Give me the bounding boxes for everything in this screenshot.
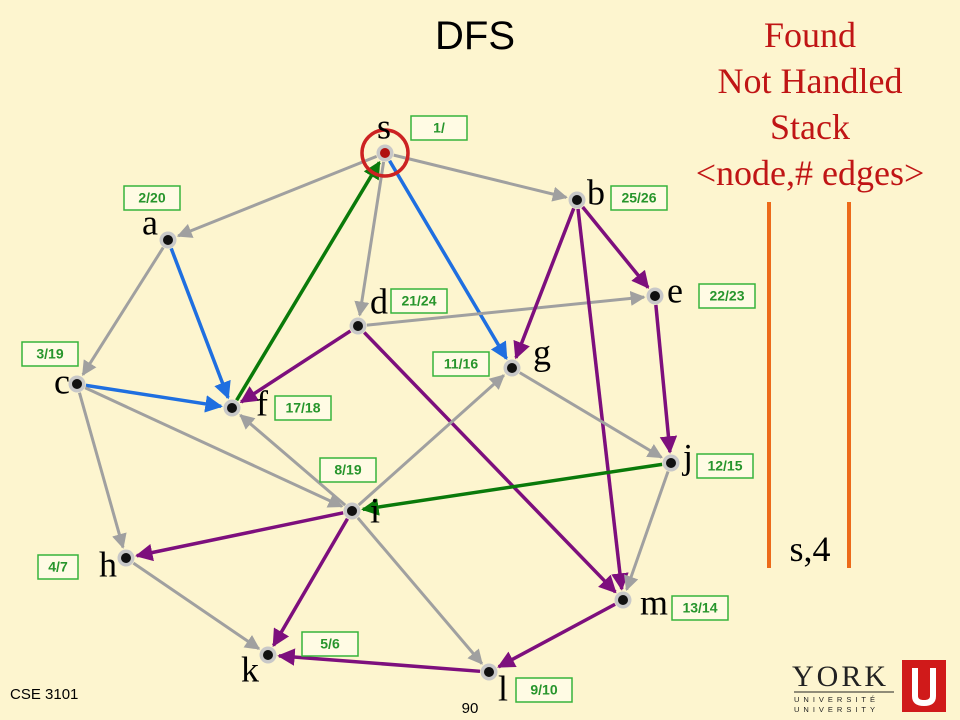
edge-s-a xyxy=(176,154,378,238)
node-g-label: g xyxy=(533,332,551,372)
edge-d-f xyxy=(239,329,352,404)
edge-i-g xyxy=(357,374,505,507)
edge-h-k xyxy=(132,561,261,651)
node-f-label: f xyxy=(256,383,268,423)
legend-node-edges: <node,# edges> xyxy=(695,153,925,193)
edge-e-j xyxy=(654,304,678,454)
edge-i-h xyxy=(135,511,344,562)
node-h xyxy=(121,553,131,563)
node-d-label: d xyxy=(370,281,388,321)
node-e xyxy=(650,291,660,301)
edge-b-m xyxy=(576,208,629,591)
edge-b-g xyxy=(513,207,576,360)
edge-l-k xyxy=(277,648,481,674)
edge-a-f xyxy=(169,247,231,400)
node-c-times-box xyxy=(21,341,79,367)
legend-not-handled: Not Handled xyxy=(717,61,903,101)
node-j-times-box xyxy=(696,453,754,479)
node-i xyxy=(347,506,357,516)
edge-c-i xyxy=(84,386,344,508)
node-s-times: 1/ xyxy=(433,120,445,136)
node-b xyxy=(572,195,582,205)
node-h-times-box xyxy=(37,554,79,580)
node-e-times-box xyxy=(698,283,756,309)
node-d-times-box xyxy=(390,288,448,314)
node-i-times-box xyxy=(319,457,377,483)
edge-g-j xyxy=(518,371,663,459)
node-d xyxy=(353,321,363,331)
node-a-times: 2/20 xyxy=(138,190,165,206)
node-l-times-box xyxy=(515,677,573,703)
edge-d-e xyxy=(366,291,646,327)
node-m xyxy=(618,595,628,605)
current-node-highlight xyxy=(360,128,410,178)
node-f-times: 17/18 xyxy=(285,400,320,416)
node-b-label: b xyxy=(587,172,605,212)
node-k-times-box xyxy=(301,631,359,657)
node-i-label: i xyxy=(370,490,380,530)
edge-s-g xyxy=(388,159,508,361)
node-b-times: 25/26 xyxy=(621,190,656,206)
node-c-times: 3/19 xyxy=(36,346,63,362)
legend-stack: Stack xyxy=(770,107,850,147)
page-number: 90 xyxy=(461,700,479,717)
node-j-times: 12/15 xyxy=(707,458,742,474)
node-s-times-box xyxy=(410,115,468,141)
node-a-label: a xyxy=(142,202,158,242)
node-f-times-box xyxy=(274,395,332,421)
node-c-label: c xyxy=(54,361,70,401)
edge-s-d xyxy=(354,161,386,317)
node-b-times-box xyxy=(610,185,668,211)
node-m-times-box xyxy=(671,595,729,621)
edge-j-i xyxy=(361,462,663,516)
edge-i-f xyxy=(239,414,347,507)
node-h-label: h xyxy=(99,544,117,584)
node-l-label: l xyxy=(498,668,508,708)
node-e-times: 22/23 xyxy=(709,288,744,304)
node-m-times: 13/14 xyxy=(682,600,717,616)
node-h-times: 4/7 xyxy=(48,559,68,575)
edge-f-s xyxy=(235,160,381,402)
york-logo: YORK UNIVERSITÉ UNIVERSITY xyxy=(792,660,946,714)
edge-d-m xyxy=(362,331,617,594)
edge-m-l xyxy=(497,602,616,669)
york-logo-sub2: UNIVERSITY xyxy=(794,705,879,714)
edge-c-f xyxy=(85,383,223,413)
edge-c-h xyxy=(77,392,127,549)
node-g-times-box xyxy=(432,351,490,377)
edge-j-m xyxy=(624,470,670,592)
node-e-label: e xyxy=(667,270,683,310)
node-a-times-box xyxy=(123,185,181,211)
node-i-times: 8/19 xyxy=(334,462,361,478)
edge-i-l xyxy=(356,516,484,665)
node-k-label: k xyxy=(241,649,259,689)
node-g-times: 11/16 xyxy=(444,356,478,372)
node-f xyxy=(227,403,237,413)
york-logo-text: YORK xyxy=(792,660,889,693)
node-a xyxy=(163,235,173,245)
legend-found: Found xyxy=(763,15,857,55)
slide-title: DFS xyxy=(435,14,515,58)
course-code: CSE 3101 xyxy=(10,686,79,703)
node-m-label: m xyxy=(640,582,668,622)
node-l xyxy=(484,667,494,677)
node-j xyxy=(666,458,676,468)
node-c xyxy=(72,379,82,389)
edge-i-k xyxy=(272,517,349,648)
edge-a-c xyxy=(81,246,165,376)
node-k-times: 5/6 xyxy=(320,636,340,652)
node-d-times: 21/24 xyxy=(401,293,436,309)
york-logo-sub1: UNIVERSITÉ xyxy=(794,695,879,704)
node-s-label: s xyxy=(377,106,391,146)
edge-s-b xyxy=(393,153,568,202)
node-k xyxy=(263,650,273,660)
node-s xyxy=(380,148,390,158)
node-l-times: 9/10 xyxy=(530,682,557,698)
node-j-label: j xyxy=(681,436,693,476)
node-g xyxy=(507,363,517,373)
edge-b-e xyxy=(581,205,650,289)
stack-item: s,4 xyxy=(789,529,831,569)
